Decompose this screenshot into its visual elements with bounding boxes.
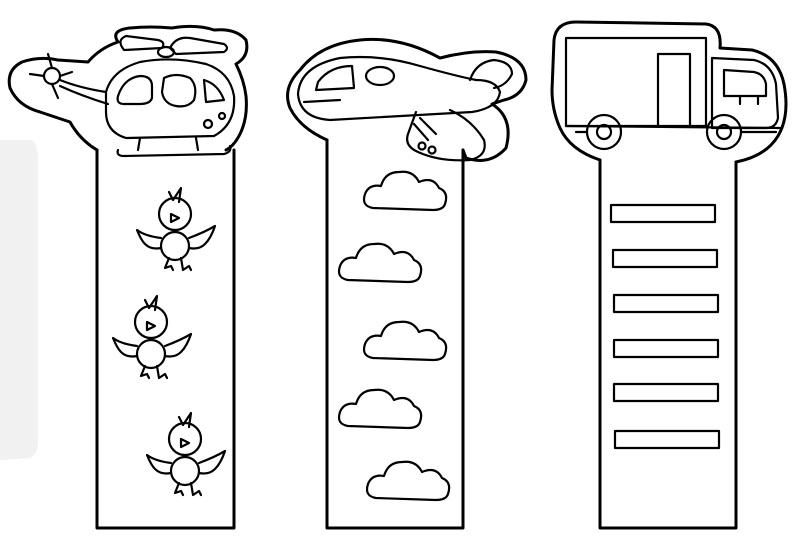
cloud-icon — [365, 460, 451, 502]
left-edge-shade — [0, 140, 38, 460]
bird-icon — [135, 186, 217, 272]
bird-icon — [145, 411, 227, 497]
bird-icon — [111, 294, 193, 380]
empty-bar-icon — [611, 248, 719, 269]
empty-bar-icon — [609, 203, 717, 224]
cloud-icon — [362, 170, 448, 212]
bookmark-strip — [95, 148, 236, 530]
truck-icon — [550, 20, 788, 164]
cloud-icon — [337, 242, 423, 284]
bookmark-airplane — [286, 37, 528, 530]
bookmark-strip — [325, 138, 465, 530]
empty-bar-icon — [613, 429, 721, 450]
empty-bar-icon — [612, 338, 720, 359]
empty-bar-icon — [612, 293, 720, 314]
bookmark-strip — [598, 158, 738, 530]
bookmark-helicopter — [7, 24, 249, 530]
bookmark-truck — [550, 20, 788, 530]
empty-bar-icon — [612, 382, 720, 403]
helicopter-icon — [7, 24, 249, 158]
cloud-icon — [362, 320, 448, 362]
cloud-icon — [337, 388, 423, 430]
airplane-icon — [286, 37, 528, 162]
